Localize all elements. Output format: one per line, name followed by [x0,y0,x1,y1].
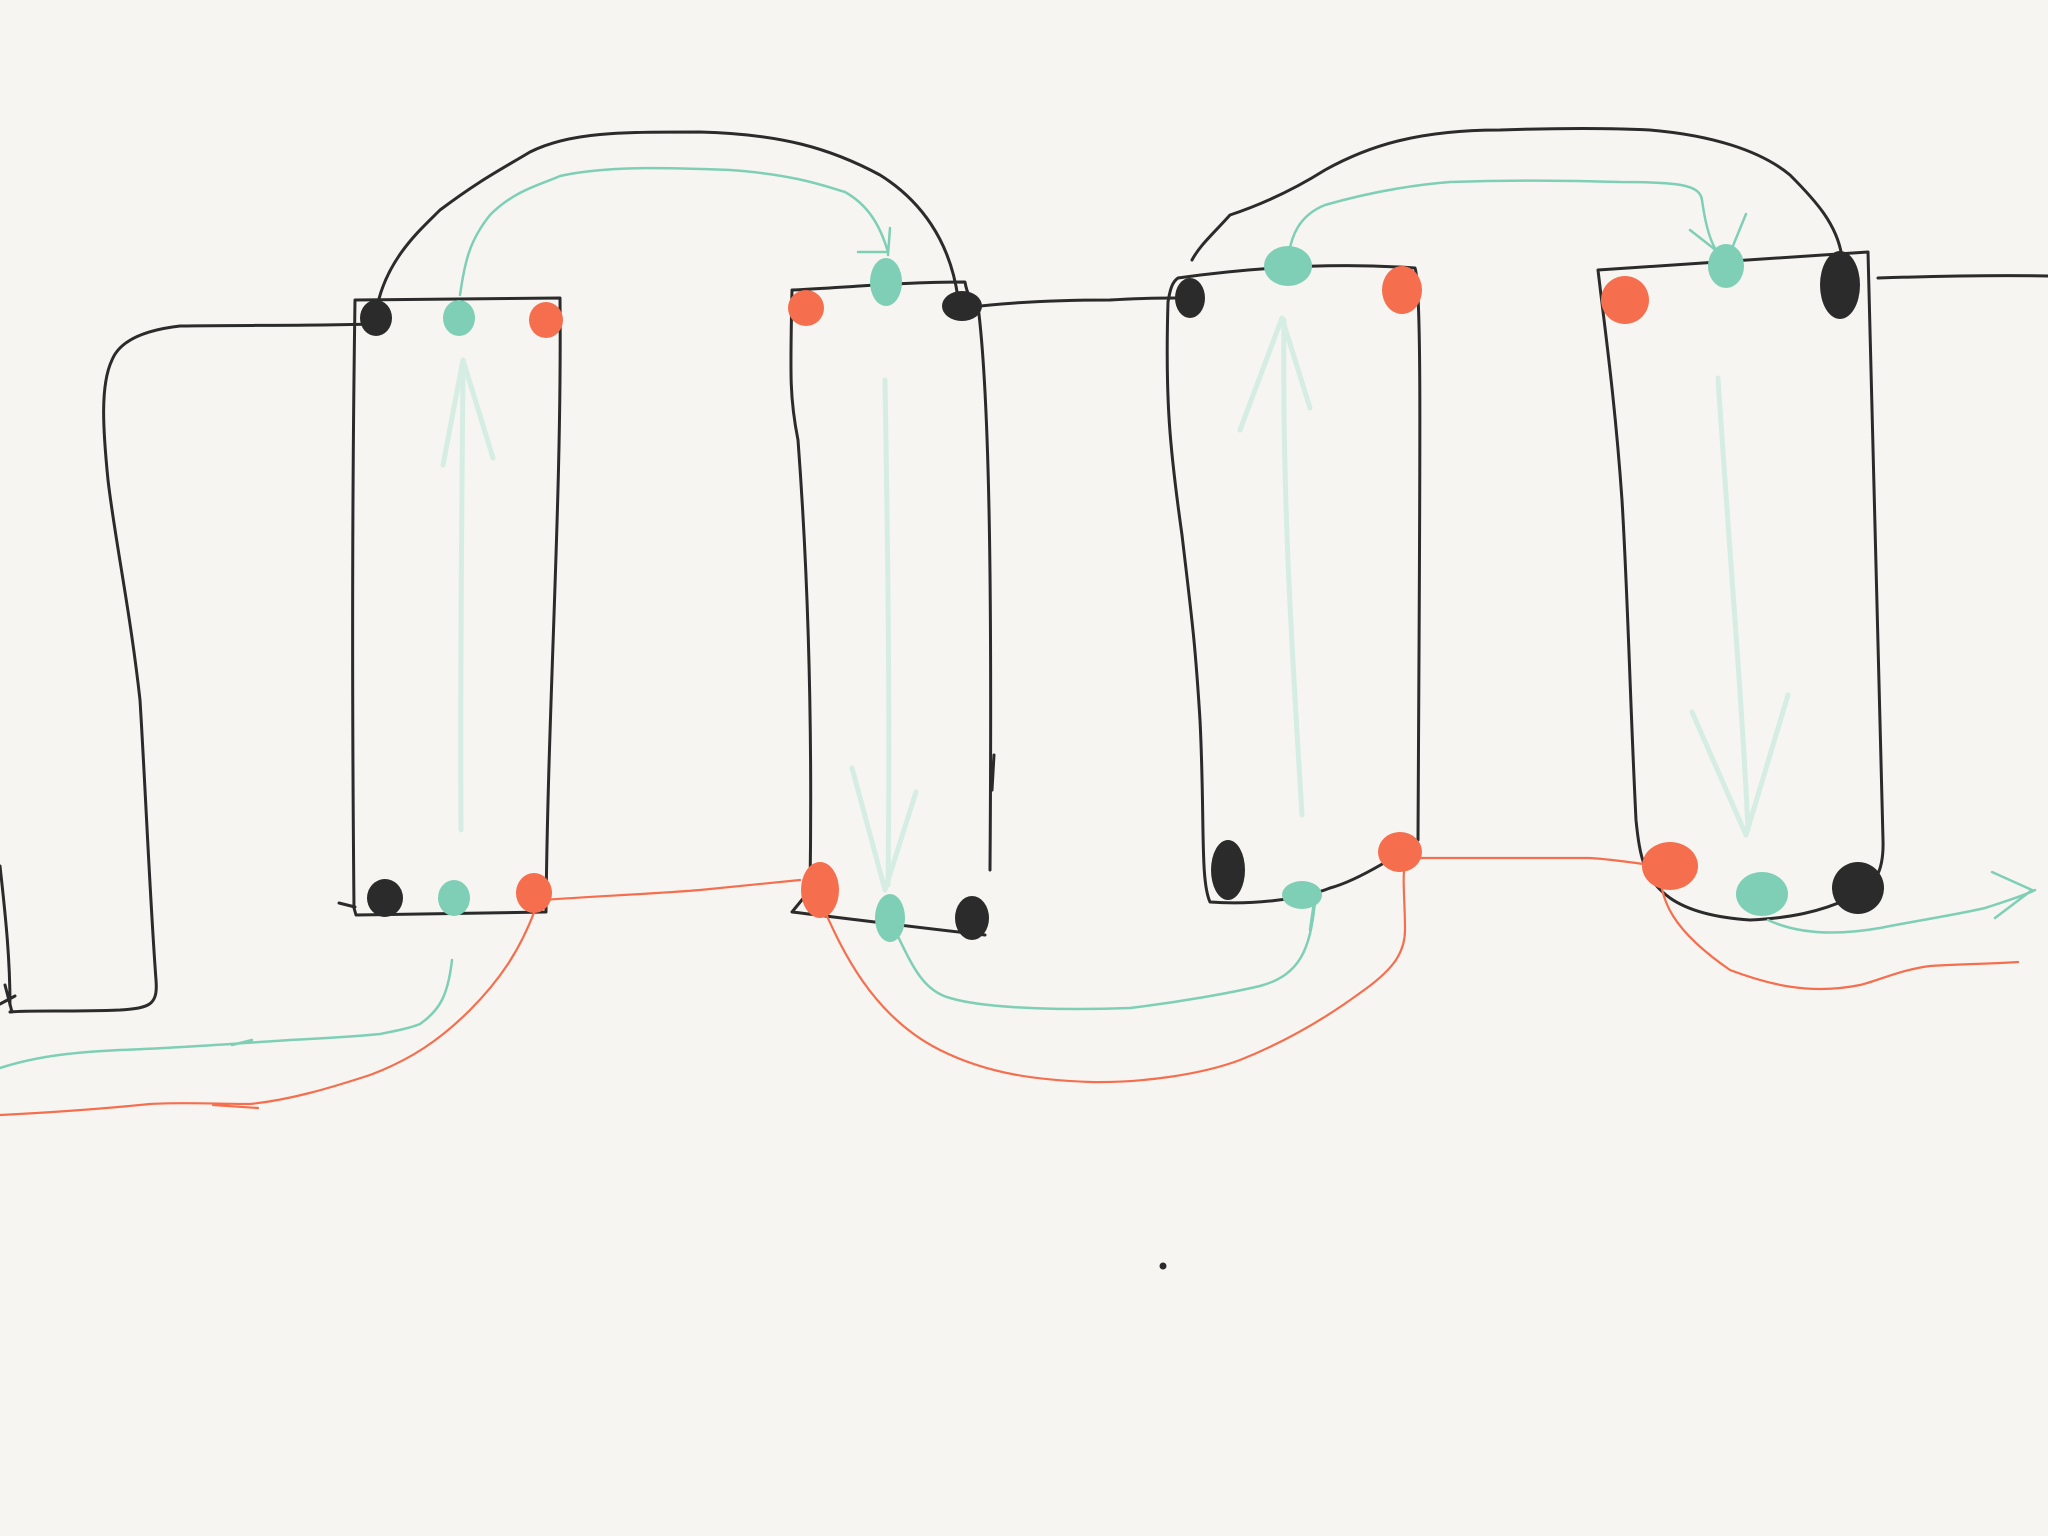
port-orange-m1-top [529,302,563,338]
port-ink-m2-bottom [955,896,989,940]
teal-wire-top-arc-2 [1286,179,1748,264]
port-orange-m3-top [1382,266,1422,314]
port-teal-m2-bottom [875,894,905,942]
port-teal-m4-bottom [1736,872,1788,916]
orange-wire-1-2 [540,878,802,902]
port-ink-m3-bottom [1211,840,1245,900]
teal-wire-bottom-loop [888,893,1317,1011]
module-4 [1596,250,1885,922]
teal-wire-right-exit [1766,870,2037,934]
port-orange-m4-bottom [1642,842,1698,890]
port-orange-m2-top [788,290,824,326]
orange-wire-left-feed [0,908,537,1117]
module-2 [789,280,996,937]
ink-wire-left-feed [0,322,378,1014]
port-ink-m1-top [360,300,392,336]
port-teal-m4-top [1708,244,1744,288]
teal-wire-top-arc-1 [458,166,892,297]
flow-arrow-up-module-3 [1237,315,1313,818]
orange-connections [0,856,2020,1117]
stray-dot [1159,1262,1167,1270]
ink-wire-top-arc-1 [374,130,960,314]
port-ink-m4-bottom [1832,862,1884,914]
port-teal-m3-top [1264,246,1312,286]
module-1 [337,296,562,917]
port-orange-m2-bottom [801,862,839,918]
port-orange-m1-bottom [516,873,552,913]
orange-wire-bottom-loop [820,860,1407,1084]
modules [337,250,1885,937]
flow-arrow-up-module-1 [440,357,496,833]
port-ink-m2-top [942,291,982,321]
port-ink-m4-top [1820,251,1860,319]
port-teal-m2-top [870,258,902,306]
flow-arrow-down-module-4 [1689,375,1791,838]
port-teal-m3-bottom [1282,881,1322,909]
ports [360,244,1884,942]
port-teal-m1-bottom [438,880,470,916]
port-orange-m4-top [1601,276,1649,324]
port-ink-m1-bottom [367,879,403,917]
port-ink-m3-top [1175,278,1205,318]
ink-wire-top-straight-2-3 [961,296,1180,310]
orange-wire-3-4 [1418,856,1662,868]
flow-arrows [440,315,1791,893]
port-teal-m1-top [443,300,475,336]
orange-wire-right-exit [1658,868,2020,991]
ink-wire-right-exit [1876,274,2048,280]
flow-arrow-down-module-2 [849,377,919,893]
ink-connections [0,127,2048,1014]
ink-wire-top-arc-2 [1190,127,1844,262]
port-orange-m3-bottom [1378,832,1422,872]
teal-wire-left-feed [0,958,454,1070]
